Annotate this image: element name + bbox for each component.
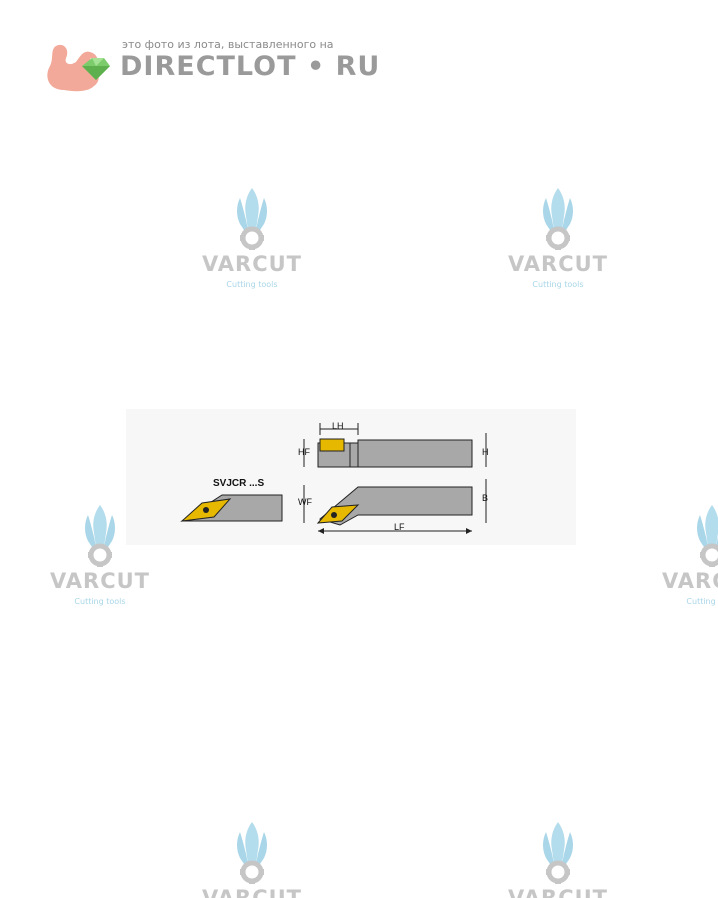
watermark-subtitle: Cutting tools: [74, 597, 126, 606]
tool-code-label: SVJCR ...S: [213, 478, 265, 489]
varcut-watermark: VARCUT Cutting tools: [498, 820, 618, 898]
varcut-watermark: VARCUT Cutting tools: [192, 820, 312, 898]
watermark-name: VARCUT: [201, 886, 303, 898]
dim-h-label: H: [482, 447, 489, 457]
logo-word-dot: •: [306, 51, 326, 82]
tool-drawing-svg: [180, 423, 487, 534]
insert-screw-left: [203, 507, 209, 513]
varcut-flame-gear-icon: [528, 820, 588, 884]
squirrel-gem-icon: [47, 44, 110, 92]
logo-caption: это фото из лота, выставленного на: [122, 38, 334, 51]
watermark-subtitle: Cutting tools: [226, 280, 278, 289]
varcut-watermark: VARCUT Cutting tools: [598, 503, 718, 613]
logo-word-right: RU: [335, 51, 381, 82]
watermark-subtitle: Cutting tools: [532, 280, 584, 289]
varcut-flame-gear-icon: [222, 186, 282, 250]
watermark-name: VARCUT: [661, 569, 718, 593]
insert-side: [316, 504, 360, 524]
dim-b-label: B: [482, 493, 489, 503]
watermark-name: VARCUT: [507, 886, 609, 898]
varcut-watermark: VARCUT Cutting tools: [40, 503, 160, 613]
logo-word-left: DIRECTLOT: [120, 51, 297, 82]
dim-hf-label: HF: [298, 447, 310, 457]
varcut-flame-gear-icon: [70, 503, 130, 567]
insert-screw-side: [331, 512, 337, 518]
shank-side: [318, 486, 473, 526]
varcut-watermark: VARCUT Cutting tools: [192, 186, 312, 296]
varcut-flame-gear-icon: [528, 186, 588, 250]
varcut-flame-gear-icon: [682, 503, 718, 567]
directlot-logo: это фото из лота, выставленного на DIREC…: [42, 38, 379, 94]
dim-lh-label: LH: [332, 421, 344, 431]
dim-lf-label: LF: [394, 522, 405, 532]
logo-wordmark: DIRECTLOT • RU: [120, 51, 380, 82]
insert-top: [319, 438, 345, 452]
shank-top: [357, 439, 473, 468]
watermark-subtitle: Cutting tools: [686, 597, 718, 606]
varcut-flame-gear-icon: [222, 820, 282, 884]
varcut-watermark: VARCUT Cutting tools: [498, 186, 618, 296]
watermark-name: VARCUT: [49, 569, 151, 593]
watermark-name: VARCUT: [201, 252, 303, 276]
watermark-name: VARCUT: [507, 252, 609, 276]
dim-wf-label: WF: [298, 497, 312, 507]
tool-drawing: SVJCR ...S LH HF H WF B LF: [126, 409, 576, 545]
